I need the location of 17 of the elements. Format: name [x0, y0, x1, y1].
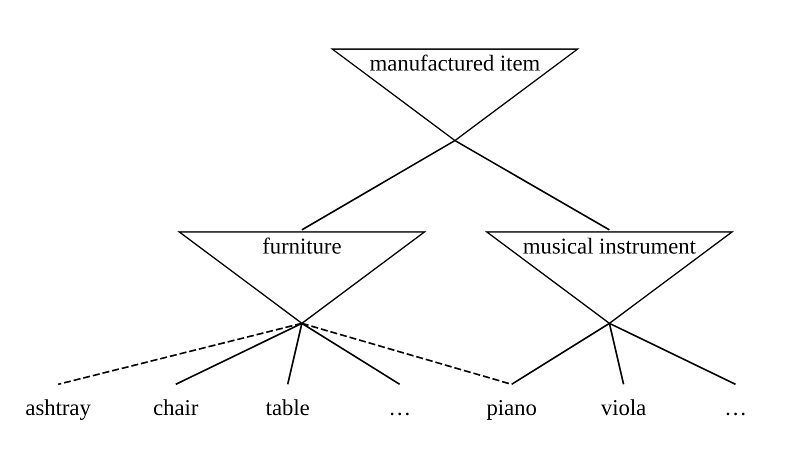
node-text: viola [600, 395, 646, 420]
node-text: table [266, 395, 310, 420]
connector [511, 322, 610, 386]
node-text: … [724, 395, 747, 420]
connector [286, 323, 303, 384]
connector [58, 322, 302, 386]
connector [301, 322, 400, 386]
connector [608, 323, 624, 384]
connector [302, 322, 512, 386]
connector [175, 322, 302, 386]
node-text: chair [153, 395, 198, 420]
connector [454, 140, 610, 231]
connector [609, 322, 736, 386]
node-text: ashtray [25, 395, 91, 420]
node-text: piano [486, 395, 537, 420]
connector [301, 140, 456, 231]
node-text: … [388, 395, 411, 420]
